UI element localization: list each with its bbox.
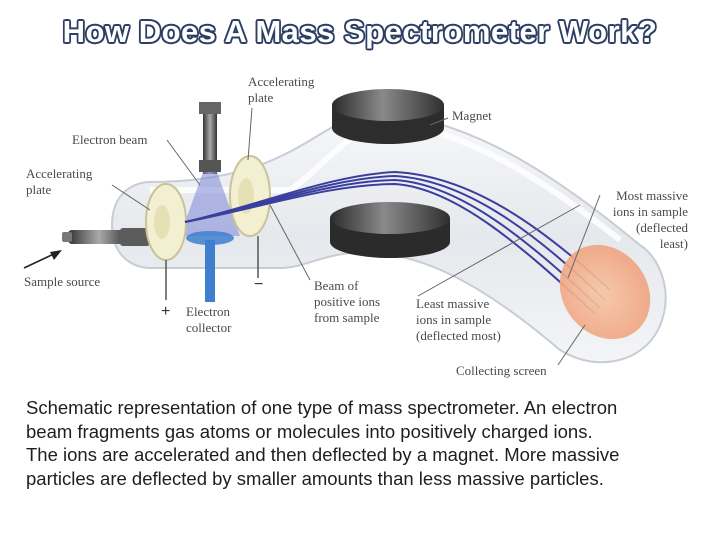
label-sample-source: Sample source [24, 274, 101, 289]
mass-spectrometer-diagram [23, 89, 667, 366]
label-electron-beam: Electron beam [72, 132, 148, 147]
sample-source-arrow [23, 250, 62, 269]
label-beam-of-positive-ions: Beam of positive ions from sample [314, 278, 381, 325]
magnet-top [332, 89, 444, 144]
label-least-massive-ions: Least massive ions in sample (deflected … [416, 296, 501, 343]
accelerating-plate-right [229, 155, 271, 237]
label-most-massive-ions: Most massive ions in sample (deflected l… [612, 188, 688, 251]
label-accelerating-plate-top: Accelerating plate [248, 74, 315, 105]
caption-line: Schematic representation of one type of … [26, 397, 618, 418]
accelerating-plate-left [145, 183, 187, 261]
caption-line: particles are deflected by smaller amoun… [26, 467, 604, 489]
collecting-screen [559, 244, 651, 340]
plus-sign: + [161, 303, 171, 320]
label-electron-collector: Electron collector [186, 304, 232, 335]
caption-line: The ions are accelerated and then deflec… [26, 444, 620, 465]
electron-collector-cup [186, 231, 234, 245]
caption: Schematic representation of one type of … [26, 396, 706, 490]
leader-lines [111, 107, 601, 366]
label-collecting-screen: Collecting screen [456, 363, 547, 378]
minus-sign: − [254, 276, 264, 293]
caption-line: beam fragments gas atoms or molecules in… [26, 420, 593, 442]
electron-gun [203, 102, 217, 174]
sample-inlet-rod [68, 230, 130, 244]
ion-beams [184, 170, 611, 315]
magnet-bottom [330, 202, 450, 258]
page-title: How Does A Mass Spectrometer Work? [62, 14, 658, 49]
label-magnet: Magnet [452, 108, 492, 123]
label-accelerating-plate-left: Accelerating plate [26, 166, 93, 197]
